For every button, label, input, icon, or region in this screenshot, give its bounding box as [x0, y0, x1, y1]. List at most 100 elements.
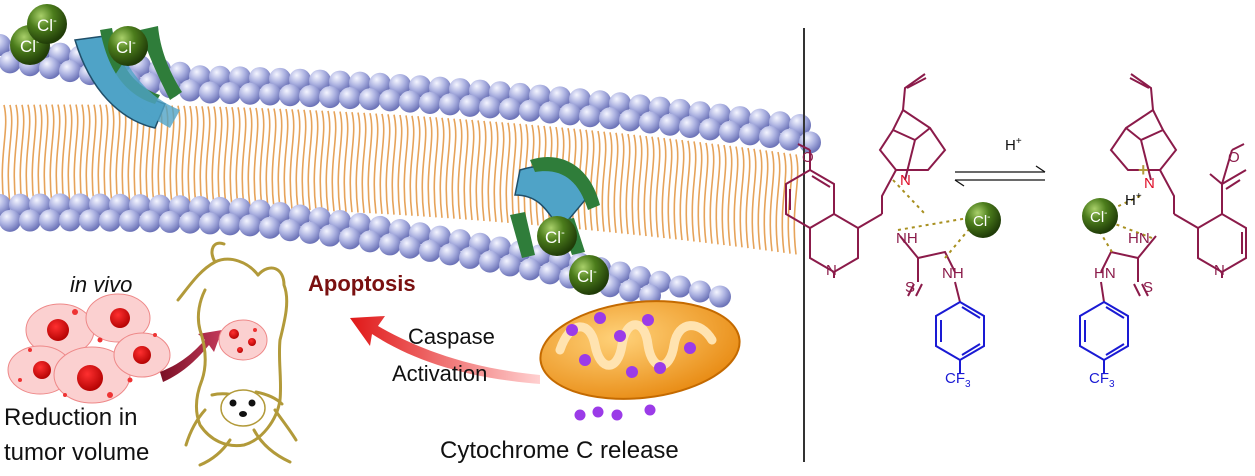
lipid-headgroup — [99, 209, 121, 232]
lipid-tail — [1, 104, 7, 206]
lipid-tail — [427, 116, 433, 218]
lipid-headgroup — [69, 193, 91, 216]
apoptosis-label: Apoptosis — [308, 271, 416, 296]
lipid-tail — [331, 111, 337, 212]
lipid-tail — [55, 104, 61, 205]
lipid-tail — [721, 144, 727, 246]
lipid-headgroup — [419, 91, 441, 114]
lipid-tail — [379, 113, 385, 215]
lipid-tail — [19, 104, 25, 205]
right-hn1: HN — [1128, 230, 1150, 247]
lipid-headgroup — [499, 98, 521, 121]
lipid-tail — [433, 117, 439, 218]
lipid-tail — [619, 133, 625, 234]
left-cf3: CF3 — [945, 370, 971, 390]
lipid-tail — [31, 104, 37, 205]
lipid-tail — [493, 121, 499, 222]
lipid-headgroup — [439, 93, 461, 116]
lipid-headgroup — [619, 279, 641, 302]
lipid-headgroup — [219, 213, 241, 236]
lipid-headgroup — [39, 209, 61, 232]
lipid-tail — [325, 110, 331, 212]
lipid-tail — [301, 109, 307, 210]
lipid-headgroup — [179, 211, 201, 234]
lipid-headgroup — [229, 66, 251, 89]
lipid-headgroup — [359, 88, 381, 111]
lipid-tail — [223, 106, 229, 208]
lipid-tail — [367, 113, 373, 214]
lipid-tail — [211, 106, 217, 207]
lipid-headgroup — [459, 94, 481, 117]
caspase-arrow — [350, 316, 540, 384]
lipid-headgroup — [79, 209, 101, 232]
lipid-tail — [703, 142, 709, 243]
svg-text:Cl-: Cl- — [20, 36, 40, 56]
left-ring-n: N — [826, 262, 837, 279]
lipid-tail — [601, 131, 607, 232]
lipid-headgroup — [519, 258, 541, 281]
chloride-ion-3: Cl- — [108, 26, 148, 66]
lipid-headgroup — [239, 82, 261, 105]
lipid-tail — [97, 104, 103, 205]
lipid-tail — [589, 130, 595, 231]
lipid-headgroup — [739, 123, 761, 146]
lipid-tail — [61, 104, 67, 205]
lipid-tail — [103, 104, 109, 205]
lipid-tail — [637, 135, 643, 236]
lipid-headgroup — [439, 243, 461, 266]
lipid-headgroup — [709, 285, 731, 308]
svg-text:Cl-: Cl- — [545, 227, 565, 247]
lipid-tail — [181, 105, 187, 206]
caspase-label-line2: Activation — [392, 361, 487, 386]
cytochrome-label: Cytochrome C release — [440, 437, 679, 464]
lipid-tail — [361, 112, 367, 213]
lipid-headgroup — [49, 193, 71, 216]
lipid-tail — [7, 104, 13, 205]
equilibrium-reagent: H+ — [1005, 136, 1022, 154]
lipid-tail — [259, 107, 265, 209]
lipid-headgroup — [639, 111, 661, 134]
in-vivo-label: in vivo — [70, 272, 132, 297]
lipid-headgroup — [699, 118, 721, 141]
lipid-tail — [127, 104, 133, 206]
lipid-headgroup — [259, 216, 281, 239]
lipid-tail — [373, 113, 379, 214]
lipid-tail — [385, 114, 391, 215]
mitochondrion — [539, 300, 741, 400]
lipid-headgroup — [239, 214, 261, 237]
lipid-tail — [319, 110, 325, 211]
lipid-headgroup — [39, 57, 61, 80]
lipid-tail — [283, 108, 289, 210]
lipid-headgroup — [319, 224, 341, 247]
lipid-headgroup — [599, 107, 621, 130]
lipid-tail — [499, 122, 505, 223]
lipid-tail — [349, 112, 355, 213]
left-methoxy-o: O — [802, 149, 814, 166]
lipid-headgroup — [689, 280, 711, 303]
right-hn2: HN — [1094, 265, 1116, 282]
lipid-headgroup — [89, 193, 111, 216]
lipid-headgroup — [299, 85, 321, 108]
lipid-headgroup — [319, 86, 341, 109]
lipid-tail — [307, 109, 313, 211]
lipid-tail — [289, 109, 295, 210]
lipid-headgroup — [199, 212, 221, 235]
mouse-tumor — [218, 319, 268, 361]
tumor-cells — [7, 293, 171, 404]
arrow-to-mouse — [160, 330, 222, 382]
lipid-tail — [691, 141, 697, 242]
lipid-tail — [487, 121, 493, 222]
lipid-headgroup — [399, 236, 421, 259]
lipid-headgroup — [129, 194, 151, 217]
lipid-tail — [187, 105, 193, 207]
left-nh2: NH — [942, 265, 964, 282]
lipid-tail — [763, 150, 769, 251]
lipid-tail — [253, 107, 259, 209]
lipid-headgroup — [249, 67, 271, 90]
chloride-bound-left: Cl- — [965, 202, 1001, 238]
lipid-tail — [229, 106, 235, 208]
lipid-tail — [295, 109, 301, 210]
lipid-headgroup — [459, 246, 481, 269]
lipid-tail — [655, 137, 661, 238]
